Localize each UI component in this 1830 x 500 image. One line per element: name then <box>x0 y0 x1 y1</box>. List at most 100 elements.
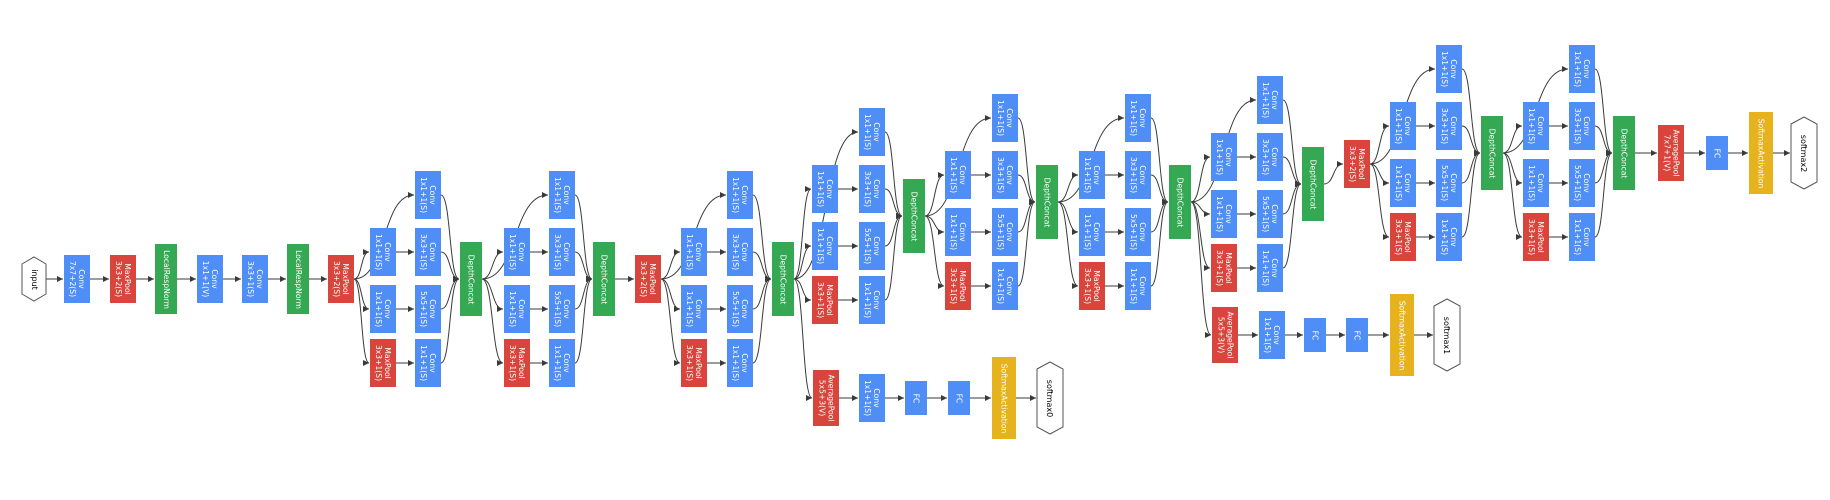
averagepool-node: AveragePool 5x5+3(V) <box>1212 307 1238 363</box>
conv-3x3-node: Conv 3x3+1(S) <box>1436 102 1462 150</box>
conv-5x5-node: Conv 5x5+1(S) <box>1436 159 1462 207</box>
conv-3x3-node-label: Conv 3x3+1(S) <box>1573 107 1592 145</box>
conv-1x1-node: Conv 1x1+1(S) <box>1259 311 1285 359</box>
conv-1x1-reduce-node-label: Conv 1x1+1(S) <box>1215 138 1234 176</box>
conv-1x1-reduce-node: Conv 1x1+1(S) <box>1390 159 1416 207</box>
softmax-output-node-shape <box>1036 361 1064 435</box>
conv-5x5-node: Conv 5x5+1(S) <box>549 285 575 333</box>
conv-1x1-proj-node-label: Conv 1x1+1(S) <box>731 344 750 382</box>
conv-1x1-reduce-node: Conv 1x1+1(S) <box>370 228 396 276</box>
conv-5x5-node: Conv 5x5+1(S) <box>415 285 441 333</box>
edge-n_4e_pp-to-n_4e_dc <box>1282 181 1302 269</box>
conv-1x1-reduce-node-label: Conv 1x1+1(S) <box>1394 164 1413 202</box>
maxpool-3x3-node: MaxPool 3x3+1(S) <box>681 339 707 387</box>
edge-n_4e_c3-to-n_4e_dc <box>1282 156 1302 187</box>
edge-n_4b_pp-to-n_4b_dc <box>884 213 903 301</box>
conv-1x1-reduce-node-label: Conv 1x1+1(S) <box>949 156 968 194</box>
fc-node: FC <box>905 381 927 415</box>
conv-1x1-node: Conv 1x1+1(S) <box>859 108 885 156</box>
depthconcat-node: DepthConcat <box>1613 116 1635 190</box>
conv-1x1-node-label: Conv 1x1+1(S) <box>1263 316 1282 354</box>
conv-1x1-proj-node-label: Conv 1x1+1(S) <box>1261 249 1280 287</box>
fc-node-label: FC <box>1310 330 1320 340</box>
softmax-output-node-label: softmax0 <box>1045 379 1055 417</box>
conv-1x1-reduce-node: Conv 1x1+1(S) <box>812 165 838 213</box>
edge-n_4c_dc-to-n_4d_r3 <box>1057 172 1079 203</box>
maxpool-3x3-node: MaxPool 3x3+1(S) <box>504 339 530 387</box>
conv-5x5-node: Conv 5x5+1(S) <box>727 285 753 333</box>
conv-5x5-node: Conv 5x5+1(S) <box>1125 208 1151 256</box>
edge-n_mp4-to-n_5a_mp <box>1369 163 1390 240</box>
edge-n_3b_c3-to-n_3b_dc <box>574 251 593 282</box>
conv-3x3-node-label: Conv 3x3+1(S) <box>996 156 1015 194</box>
edge-n_4e_dc-to-n_mp4 <box>1323 161 1344 185</box>
maxpool-4-node-label: MaxPool 3x3+2(S) <box>1348 145 1367 183</box>
maxpool-3-node-label: MaxPool 3x3+2(S) <box>639 260 658 298</box>
conv-1x1-proj-node-label: Conv 1x1+1(S) <box>553 344 572 382</box>
fc-node-label: FC <box>1352 330 1362 340</box>
depthconcat-node-label: DepthConcat <box>1175 177 1185 227</box>
input-node-shape <box>21 256 47 302</box>
conv-1x1-reduce-node: Conv 1x1+1(S) <box>370 285 396 333</box>
conv-7x7-node: Conv 7x7+2(S) <box>64 255 90 303</box>
conv-1x1-proj-node: Conv 1x1+1(S) <box>549 339 575 387</box>
conv-5x5-node: Conv 5x5+1(S) <box>859 222 885 270</box>
conv-1x1-reduce-node-label: Conv 1x1+1(S) <box>1527 107 1546 145</box>
conv-1x1-proj-node: Conv 1x1+1(S) <box>992 262 1018 310</box>
conv-1x1-node-label: Conv 1x1+1(S) <box>553 176 572 214</box>
conv-1x1-v-node: Conv 1x1+1(V) <box>197 255 223 303</box>
localrespnorm-2-node-label: LocalRespNorm <box>293 249 303 309</box>
depthconcat-node: DepthConcat <box>1036 165 1058 239</box>
conv-1x1-node-label: Conv 1x1+1(S) <box>731 176 750 214</box>
maxpool-3x3-node: MaxPool 3x3+1(S) <box>1390 213 1416 261</box>
averagepool-node: AveragePool 5x5+3(V) <box>813 370 839 426</box>
edge-n_5b_c3-to-n_5b_dc <box>1594 125 1613 156</box>
edge-n_5a_c3-to-n_5a_dc <box>1461 125 1481 156</box>
edge-n_4a_dc-to-n_4b_r3 <box>793 186 812 280</box>
fc-final-node-label: FC <box>1712 148 1722 158</box>
edge-n_4c_dc-to-n_4d_mp <box>1057 201 1079 289</box>
edge-n_5a_dc-to-n_5b_r5 <box>1502 152 1523 186</box>
depthconcat-node: DepthConcat <box>1302 147 1324 221</box>
depthconcat-node-label: DepthConcat <box>599 254 609 304</box>
softmax-output-node: softmax0 <box>1037 362 1063 434</box>
edge-n_4a_dc-to-n_aux0_ap <box>793 278 813 401</box>
maxpool-2-node: MaxPool 3x3+2(S) <box>328 255 354 303</box>
edge-n_mp3-to-n_4a_r3 <box>660 249 681 280</box>
conv-3x3-node-label: Conv 3x3+1(S) <box>1261 138 1280 176</box>
conv-1x1-proj-node-label: Conv 1x1+1(S) <box>996 267 1015 305</box>
conv-1x1-proj-node: Conv 1x1+1(S) <box>1569 213 1595 261</box>
edge-n_4b_dc-to-n_4c_r5 <box>924 215 945 235</box>
conv-3x3-node: Conv 3x3+1(S) <box>415 228 441 276</box>
conv-5x5-node-label: Conv 5x5+1(S) <box>731 290 750 328</box>
maxpool-3x3-node-label: MaxPool 3x3+1(S) <box>1527 218 1546 256</box>
conv-1x1-reduce-node: Conv 1x1+1(S) <box>1523 102 1549 150</box>
conv-3x3-node: Conv 3x3+1(S) <box>1569 102 1595 150</box>
conv-1x1-node: Conv 1x1+1(S) <box>415 171 441 219</box>
conv-1x1-reduce-node-label: Conv 1x1+1(S) <box>685 233 704 271</box>
conv-3x3-node: Conv 3x3+1(S) <box>242 255 268 303</box>
edge-n_3a_dc-to-n_3b_mp <box>481 278 504 366</box>
conv-1x1-proj-node-label: Conv 1x1+1(S) <box>1129 267 1148 305</box>
softmax-output-node-label: softmax1 <box>1442 316 1452 354</box>
maxpool-1-node-label: MaxPool 3x3+2(S) <box>114 260 133 298</box>
conv-3x3-node-label: Conv 3x3+1(S) <box>1129 156 1148 194</box>
fc-node-label: FC <box>954 393 964 403</box>
conv-5x5-node: Conv 5x5+1(S) <box>992 208 1018 256</box>
conv-5x5-node-label: Conv 5x5+1(S) <box>996 213 1015 251</box>
conv-5x5-node-label: Conv 5x5+1(S) <box>863 227 882 265</box>
averagepool-final-node: AveragePool 7x7+1(V) <box>1658 125 1684 181</box>
edge-n_4d_dc-to-n_4e_r3 <box>1190 154 1211 203</box>
conv-1x1-node-label: Conv 1x1+1(S) <box>996 99 1015 137</box>
conv-1x1-node-label: Conv 1x1+1(S) <box>863 379 882 417</box>
edge-n_4c_c5-to-n_4c_dc <box>1017 199 1036 233</box>
edge-n_4c_dc-to-n_4d_r5 <box>1057 201 1079 235</box>
conv-1x1-node-label: Conv 1x1+1(S) <box>1573 50 1592 88</box>
softmax-output-node-shape <box>1433 298 1461 372</box>
softmax-activation-node: SoftmaxActivation <box>1390 294 1414 376</box>
conv-1x1-proj-node: Conv 1x1+1(S) <box>859 276 885 324</box>
maxpool-1-node: MaxPool 3x3+2(S) <box>110 255 136 303</box>
conv-1x1-proj-node: Conv 1x1+1(S) <box>415 339 441 387</box>
maxpool-3x3-node: MaxPool 3x3+1(S) <box>1523 213 1549 261</box>
